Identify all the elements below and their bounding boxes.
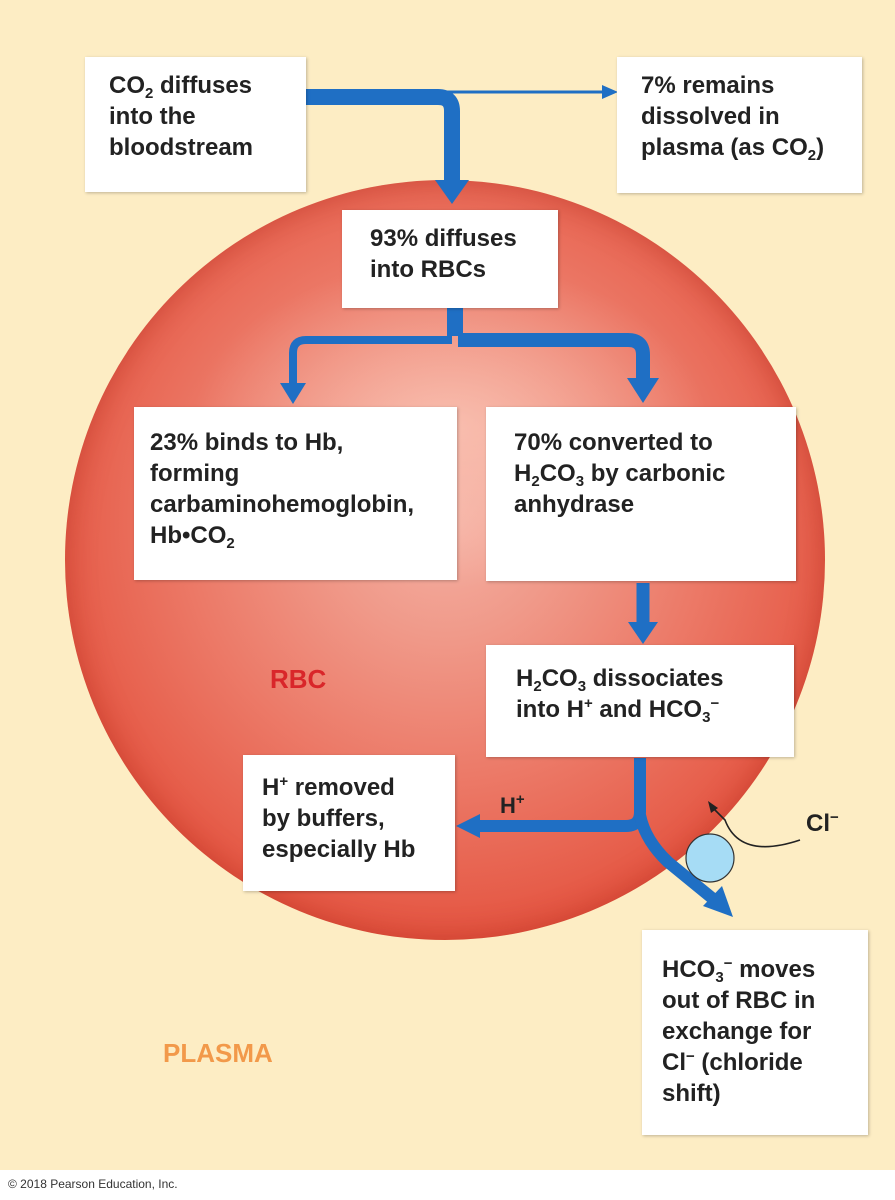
- split-right-head: [627, 378, 659, 403]
- arrow-to-plasma-head: [602, 85, 618, 99]
- rbc-label: RBC: [270, 664, 327, 694]
- copyright-notice: © 2018 Pearson Education, Inc.: [8, 1177, 178, 1191]
- box-remains-dissolved: 7% remains dissolved in plasma (as CO2): [617, 57, 862, 193]
- chloride-arrow-head: [708, 801, 718, 813]
- h-plus-arrow-head: [456, 814, 480, 838]
- chloride-label: Cl−: [806, 809, 839, 837]
- arrow-into-rbc-shaft: [300, 89, 460, 182]
- chloride-transporter: [685, 833, 735, 883]
- h-plus-label: H+: [500, 791, 525, 818]
- chloride-arrow-curve: [712, 807, 801, 848]
- arrow-to-dissociate-head: [628, 622, 658, 644]
- box-converted-h2co3: 70% converted to H2CO3 by carbonic anhyd…: [486, 407, 796, 581]
- split-left-branch: [289, 336, 452, 385]
- box-hco3-moves-out: HCO3− moves out of RBC in exchange for C…: [642, 930, 868, 1135]
- box-h2co3-dissociates: H2CO3 dissociates into H+ and HCO3−: [486, 645, 794, 757]
- box-binds-hb: 23% binds to Hb, forming carbaminohemogl…: [134, 407, 457, 580]
- split-right-branch: [458, 333, 650, 380]
- hco3-arrow-shaft: [634, 813, 716, 903]
- arrow-into-rbc-head: [435, 180, 469, 204]
- box-diffuses-into-rbcs: 93% diffuses into RBCs: [342, 210, 558, 308]
- hco3-arrow-head: [703, 886, 733, 917]
- box-h-removed-buffers: H+ removed by buffers, especially Hb: [243, 755, 455, 891]
- split-left-head: [280, 383, 306, 404]
- box-co2-diffuses: CO2 diffuses into the bloodstream: [85, 57, 306, 192]
- plasma-label: PLASMA: [163, 1038, 273, 1068]
